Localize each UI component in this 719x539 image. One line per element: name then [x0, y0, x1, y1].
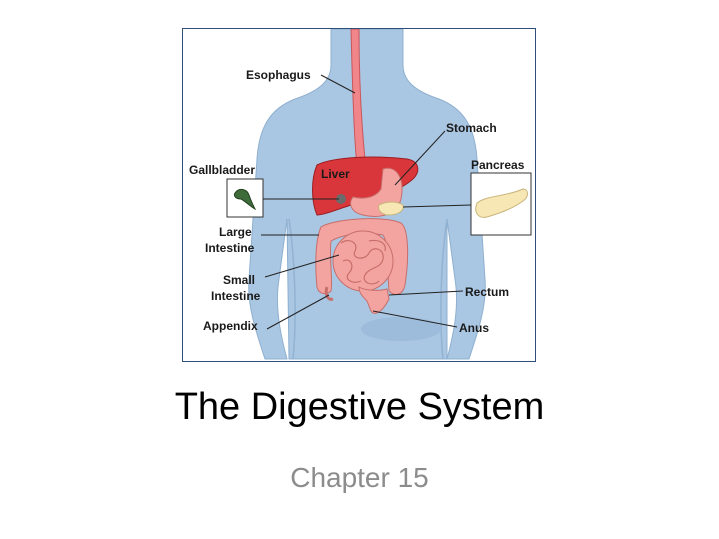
- label-anus: Anus: [459, 321, 489, 335]
- pancreas-organ: [378, 201, 404, 216]
- label-large-intestine-line1: Large: [219, 225, 252, 239]
- label-large-intestine-line2: Intestine: [205, 241, 255, 255]
- leader-lines: [261, 74, 472, 330]
- small-intestine-organ: [332, 230, 394, 292]
- label-gallbladder: Gallbladder: [189, 163, 256, 177]
- label-pancreas: Pancreas: [471, 158, 525, 172]
- label-stomach: Stomach: [446, 121, 497, 135]
- slide-subtitle: Chapter 15: [290, 462, 429, 493]
- label-esophagus: Esophagus: [246, 68, 311, 82]
- label-small-intestine-line1: Small: [223, 273, 256, 287]
- label-liver: Liver: [321, 167, 350, 181]
- slide-title: The Digestive System: [174, 386, 545, 428]
- anatomy-figure: Esophagus Stomach Gallbladder Liver Panc…: [182, 28, 536, 362]
- gallbladder-marker: [336, 194, 346, 204]
- label-small-intestine-line2: Intestine: [211, 289, 261, 303]
- label-rectum: Rectum: [465, 285, 510, 299]
- label-appendix: Appendix: [203, 319, 258, 333]
- large-intestine-organ: [315, 218, 409, 295]
- digestive-system-illustration: [226, 29, 532, 360]
